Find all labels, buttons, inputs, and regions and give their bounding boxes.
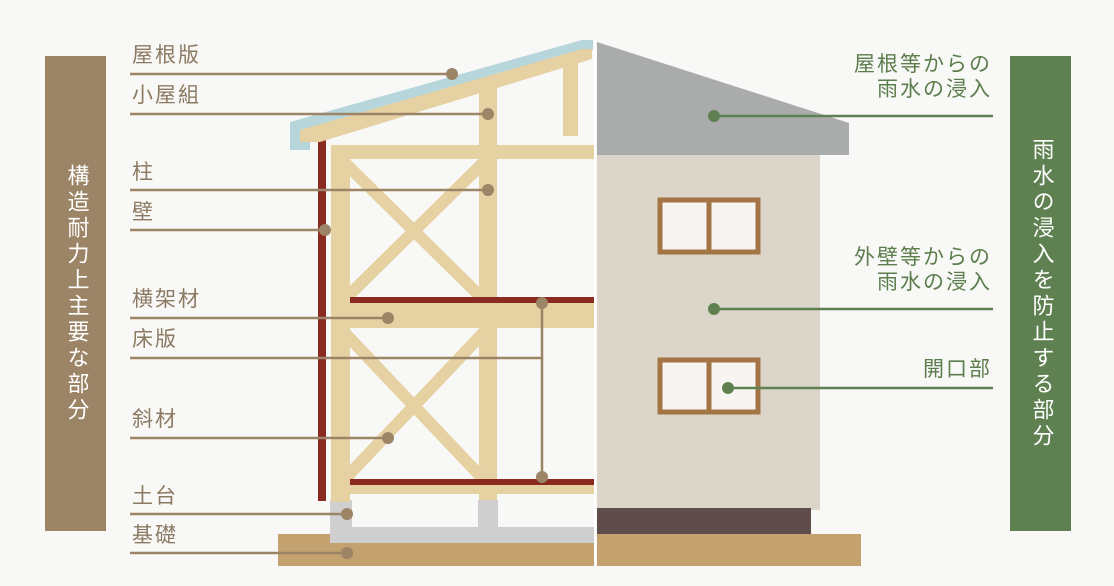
structure-leader-dots: [319, 68, 548, 559]
water-leaders: [714, 114, 993, 390]
structural-parts-title: 構造耐力上主要な部分: [63, 163, 89, 424]
ground-right: [597, 534, 861, 566]
beam-red-upper: [350, 297, 594, 303]
label-floor-board: 床版: [132, 327, 178, 351]
label-roof-water-line1: 屋根等からの: [854, 52, 992, 76]
window-lower: [657, 357, 761, 415]
structural-parts-panel: 構造耐力上主要な部分: [45, 56, 106, 531]
wood-frame: [331, 58, 594, 502]
label-wall-water-line2: 雨水の浸入: [877, 270, 992, 295]
floor-beam: [331, 302, 594, 328]
label-wall: 壁: [132, 200, 155, 224]
exterior-base: [597, 508, 811, 534]
roof-rafter: [300, 49, 592, 142]
beam-red-lower: [350, 479, 594, 485]
foundation-slab: [330, 527, 594, 543]
label-column: 柱: [132, 160, 155, 184]
label-sill: 土台: [132, 484, 178, 508]
foundation-mid-post: [478, 500, 498, 530]
label-roof-water: 屋根等からの 雨水の浸入: [854, 52, 992, 102]
water-prevention-title: 雨水の浸入を防止する部分: [1028, 137, 1054, 450]
label-roof-truss: 小屋組: [132, 83, 201, 107]
top-plate: [331, 145, 594, 159]
label-roof-water-line2: 雨水の浸入: [877, 77, 992, 102]
post-center: [479, 80, 497, 500]
label-foundation: 基礎: [132, 523, 178, 547]
water-leader-dots: [708, 110, 734, 394]
water-prevention-panel: 雨水の浸入を防止する部分: [1010, 56, 1071, 531]
post-ridge: [563, 58, 578, 136]
label-diagonal-member: 斜材: [132, 407, 178, 431]
label-wall-water-line1: 外壁等からの: [854, 245, 992, 269]
label-wall-water: 外壁等からの 雨水の浸入: [854, 245, 992, 295]
window-upper: [657, 197, 761, 255]
structure-leaders: [130, 72, 544, 555]
exterior-roof: [597, 42, 849, 155]
diagonal-braces: [337, 155, 491, 487]
label-roof-board: 屋根版: [132, 43, 201, 67]
label-opening: 開口部: [923, 357, 992, 381]
label-horizontal-member: 横架材: [132, 287, 201, 311]
